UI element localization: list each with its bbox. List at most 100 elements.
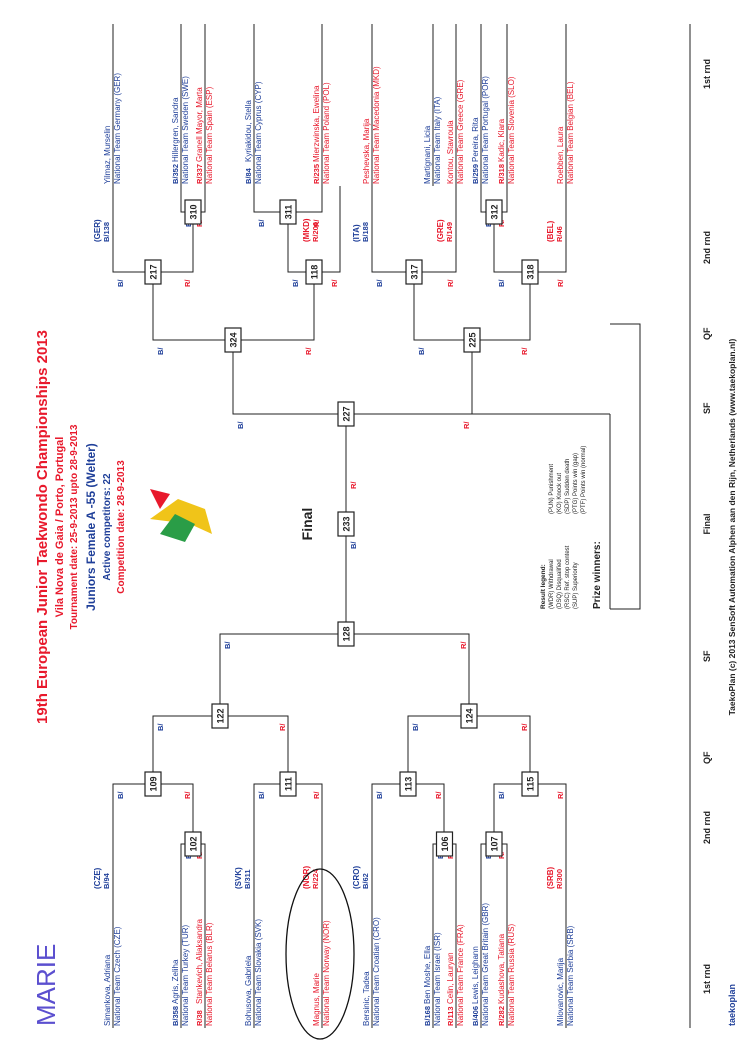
match-box (521, 771, 539, 797)
team-name: National Team Turkey (TUR) (181, 924, 190, 1026)
player-name: Stankevich, Aliaksandra (195, 919, 204, 1004)
seed-tag: R/282 (497, 1006, 506, 1026)
final-label: Final (299, 508, 315, 541)
legend-item: (WDR) Withdrawal (549, 559, 555, 609)
blue-corner: B/ (223, 641, 232, 649)
taekoplan-logo: taekoplan (727, 984, 737, 1026)
player-name: Lewis, Leighann (471, 946, 480, 1004)
team-name: National Team Poland (POL) (322, 82, 331, 184)
match-number: 318 (526, 264, 536, 279)
match-number: 317 (410, 264, 420, 279)
team-name: National Team Portugal (POR) (481, 76, 490, 184)
prize-winners-label: Prize winners: (592, 541, 603, 609)
match-box (184, 199, 202, 225)
team-name: National Team Belgian (BEL) (566, 81, 575, 184)
team-name: National Team Greece (GRE) (456, 79, 465, 184)
match-number: 122 (216, 708, 226, 723)
player-name: Martignani, Licia (423, 125, 432, 184)
seed-tag: R/318 (497, 164, 506, 184)
blue-corner: B/ (375, 791, 384, 799)
blue-corner: B/ (417, 347, 426, 355)
legend-item: (KO) Knock out (557, 473, 563, 514)
round-label: SF (702, 402, 712, 414)
blue-corner: B/ (156, 347, 165, 355)
seed-number: B/138 (102, 222, 111, 242)
round-label: SF (702, 650, 712, 662)
match-box (399, 771, 417, 797)
blue-corner: B/ (257, 791, 266, 799)
red-corner: R/ (312, 219, 321, 227)
red-corner: R/ (183, 791, 192, 799)
seed-tag: R/38 (195, 1010, 204, 1026)
team-name: National Team Russia (RUS) (507, 924, 516, 1026)
legend-item: (PUN) Punishment (549, 464, 555, 514)
seed-number: R/149 (445, 222, 454, 242)
match-number: 312 (490, 204, 500, 219)
red-corner: R/ (520, 723, 529, 731)
legend-item: (SDP) Sudden death (565, 459, 571, 514)
handwritten-note: MARIE (31, 944, 61, 1026)
blue-corner: B/ (257, 219, 266, 227)
legend-item: (PTF) Points win (normal) (581, 446, 587, 514)
player-name: Magnus, Marie (312, 973, 321, 1026)
red-corner: R/ (434, 791, 443, 799)
match-box (184, 831, 202, 857)
match-box (463, 327, 481, 353)
seed-number: R/300 (555, 869, 564, 889)
player-name: Mierzwinska, Ewelina (312, 85, 321, 162)
team-name: National Team Israel (ISR) (433, 932, 442, 1026)
blue-corner: B/ (497, 279, 506, 287)
footer-credit: TaekoPlan (c) 2013 SenSoft Automation Al… (727, 338, 737, 715)
seed-country: (ITA) (352, 224, 361, 242)
blue-corner: B/ (116, 279, 125, 287)
blue-corner: B/ (411, 723, 420, 731)
bracket-line (610, 323, 641, 610)
seed-number: B/94 (102, 872, 111, 889)
seed-country: (GRE) (436, 219, 445, 242)
player-name: Bohusova, Gabriela (244, 955, 253, 1026)
match-box (460, 703, 478, 729)
player-name: Kyriakidou, Stella (244, 100, 253, 162)
blue-corner: B/ (236, 421, 245, 429)
match-number: 233 (342, 516, 352, 531)
team-name: National Team Czech (CZE) (113, 926, 122, 1026)
match-number: 217 (149, 264, 159, 279)
team-name: National Team Sweden (SWE) (181, 76, 190, 184)
seed-country: (CZE) (93, 867, 102, 889)
player-name: Bersinic, Tadea (362, 971, 371, 1026)
match-number: 102 (189, 836, 199, 851)
round-label: QF (702, 751, 712, 764)
seed-number: R/206 (311, 222, 320, 242)
seed-number: R/224 (311, 868, 320, 889)
round-label: 1st rnd (702, 964, 712, 994)
team-name: National Team France (FRA) (456, 924, 465, 1026)
team-name: National Team Spain (ESP) (205, 86, 214, 184)
red-corner: R/ (459, 641, 468, 649)
match-number: 311 (284, 205, 294, 220)
page-title: 19th European Junior Taekwondo Champions… (34, 330, 51, 724)
seed-country: (MKD) (302, 218, 311, 242)
seed-tag: B/84 (244, 167, 253, 184)
team-name: National Team Macedonia (MKD) (372, 66, 381, 184)
match-number: 107 (490, 836, 500, 851)
red-corner: R/ (183, 279, 192, 287)
seed-country: (NOR) (302, 866, 311, 889)
red-corner: R/ (304, 347, 313, 355)
legend-item: (SUP) Superiority (573, 562, 579, 609)
match-number: 128 (342, 626, 352, 641)
match-number: 111 (284, 777, 294, 791)
seed-tag: R/235 (312, 164, 321, 184)
player-name: Kadic, Klara (497, 118, 506, 162)
red-corner: R/ (462, 421, 471, 429)
blue-corner: B/ (497, 791, 506, 799)
player-name: Roebben, Laura (556, 126, 565, 184)
seed-tag: R/113 (446, 1006, 455, 1026)
blue-corner: B/ (116, 791, 125, 799)
seed-country: (SVK) (234, 867, 243, 889)
match-number: 118 (310, 265, 320, 280)
red-corner: R/ (330, 279, 339, 287)
match-box (144, 259, 162, 285)
team-name: National Team Slovenia (SLO) (507, 76, 516, 184)
match-number: 115 (526, 777, 536, 792)
red-corner: R/ (446, 279, 455, 287)
